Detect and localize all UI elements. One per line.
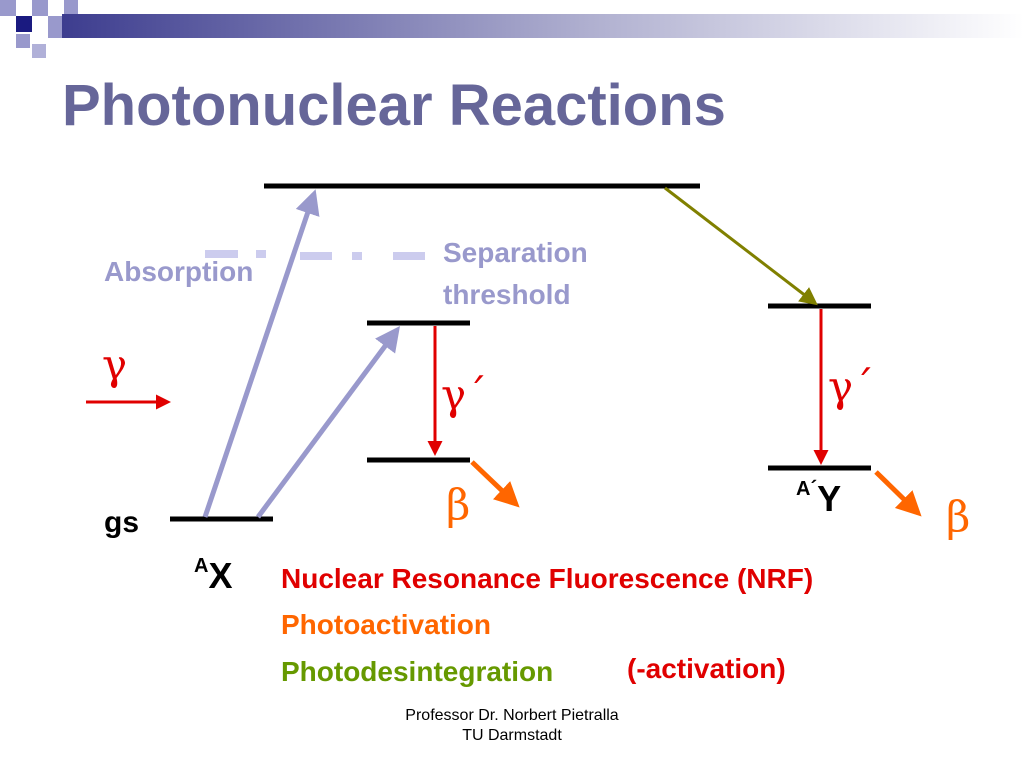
beta-right-label: β [946,492,971,541]
page-title: Photonuclear Reactions [62,73,726,138]
beta-left-label: β [446,480,471,529]
gamma-prime-right-label: γ´ [828,362,875,411]
absorption-arrow-low [255,325,400,519]
beta-decay-arrow-left [470,460,520,508]
legend-nrf: Nuclear Resonance Fluorescence (NRF) [281,563,814,594]
separation-label-line2: threshold [443,279,571,310]
separation-threshold-label: Separation threshold [443,232,588,316]
gamma-prime-left-label: γ´ [441,370,488,419]
footer-author: Professor Dr. Norbert Pietralla [405,707,619,724]
nucleus-x-symbol: X [208,555,233,596]
nucleus-y-mass: A´ [796,478,818,500]
incoming-gamma-label: γ [102,340,128,389]
legend-photoactivation: Photoactivation [281,609,492,640]
footer: Professor Dr. Norbert Pietralla TU Darms… [0,706,1024,746]
legend-activation: (-activation) [627,653,786,684]
nucleus-x-mass: A [194,555,209,577]
nucleus-y-label: A´Y [796,478,841,520]
nucleus-x-label: AX [194,555,232,597]
particle-emission-arrow [664,186,818,306]
ground-state-label: gs [104,506,140,539]
footer-institution: TU Darmstadt [462,727,562,744]
separation-threshold-line [205,250,425,260]
header-decoration [0,0,1024,58]
legend-photodesintegration: Photodesintegration [281,656,554,687]
nucleus-y-symbol: Y [817,478,842,519]
absorption-arrow-high [202,189,320,518]
beta-decay-arrow-right [874,470,922,517]
absorption-label: Absorption [104,256,254,287]
separation-label-line1: Separation [443,237,588,268]
